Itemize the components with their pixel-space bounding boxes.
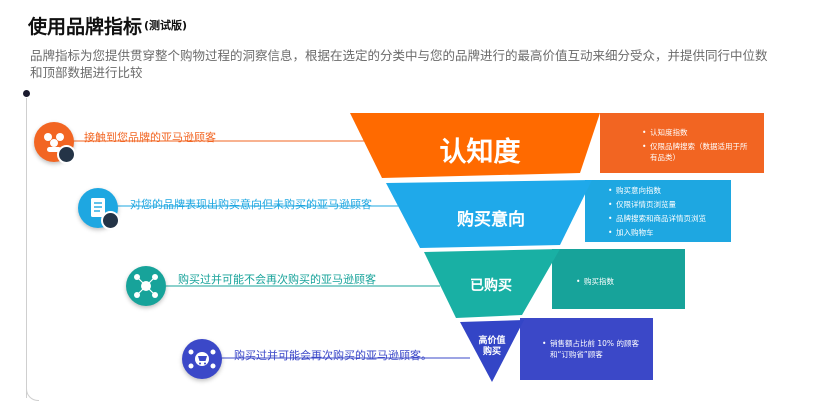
bullet-item: 销售额占比前 10% 的顾客和“订购省”顾客 <box>542 338 646 360</box>
bullets-purchased: 购买指数 <box>576 276 676 290</box>
network-icon <box>126 266 166 306</box>
row-label-consideration: 对您的品牌表现出购买意向但未购买的亚马逊顾客 <box>130 198 372 211</box>
people-icon <box>34 122 76 164</box>
bullet-item: 仅限详情页浏览量 <box>608 199 726 210</box>
row-label-purchased: 购买过并可能不会再次购买的亚马逊顾客 <box>178 273 376 286</box>
bullet-item: 品牌搜索和商品详情页浏览 <box>608 213 726 224</box>
stage-name-high-value: 高价值 购买 <box>478 336 506 357</box>
stage-name-consideration: 购买意向 <box>457 210 525 230</box>
funnel-layer-consideration <box>386 180 592 248</box>
funnel-layer-purchased <box>424 249 560 318</box>
timeline-line <box>26 98 27 398</box>
page-description: 品牌指标为您提供贯穿整个购物过程的洞察信息，根据在选定的分类中与您的品牌进行的最… <box>30 48 768 80</box>
bullet-item: 认知度指数 <box>642 127 754 138</box>
user-badge-icon <box>101 211 120 230</box>
bullets-consideration: 购买意向指数 仅限详情页浏览量 品牌搜索和商品详情页浏览 加入购物车 <box>608 185 726 241</box>
timeline-dot <box>23 90 30 97</box>
funnel-layer-awareness <box>350 113 600 178</box>
minus-badge-icon <box>57 145 76 164</box>
document-icon <box>78 188 120 230</box>
row-label-awareness: 接触到您品牌的亚马逊顾客 <box>84 131 216 144</box>
bullet-item: 仅限品牌搜索（数据适用于所有品类） <box>642 141 754 163</box>
stage-name-awareness: 认知度 <box>439 137 521 168</box>
page-title: 使用品牌指标(测试版) <box>28 12 187 39</box>
bullets-awareness: 认知度指数 仅限品牌搜索（数据适用于所有品类） <box>642 127 754 166</box>
bullet-item: 购买指数 <box>576 276 676 287</box>
bullets-high-value: 销售额占比前 10% 的顾客和“订购省”顾客 <box>542 338 646 363</box>
beta-badge: (测试版) <box>144 19 188 32</box>
bullet-item: 购买意向指数 <box>608 185 726 196</box>
stage-name-purchased: 已购买 <box>470 278 512 294</box>
cart-network-icon <box>182 339 222 379</box>
bullet-item: 加入购物车 <box>608 227 726 238</box>
row-label-high-value: 购买过并可能会再次购买的亚马逊顾客。 <box>234 349 432 362</box>
title-text: 使用品牌指标 <box>28 16 143 38</box>
funnel-layer-high-value <box>460 320 524 382</box>
